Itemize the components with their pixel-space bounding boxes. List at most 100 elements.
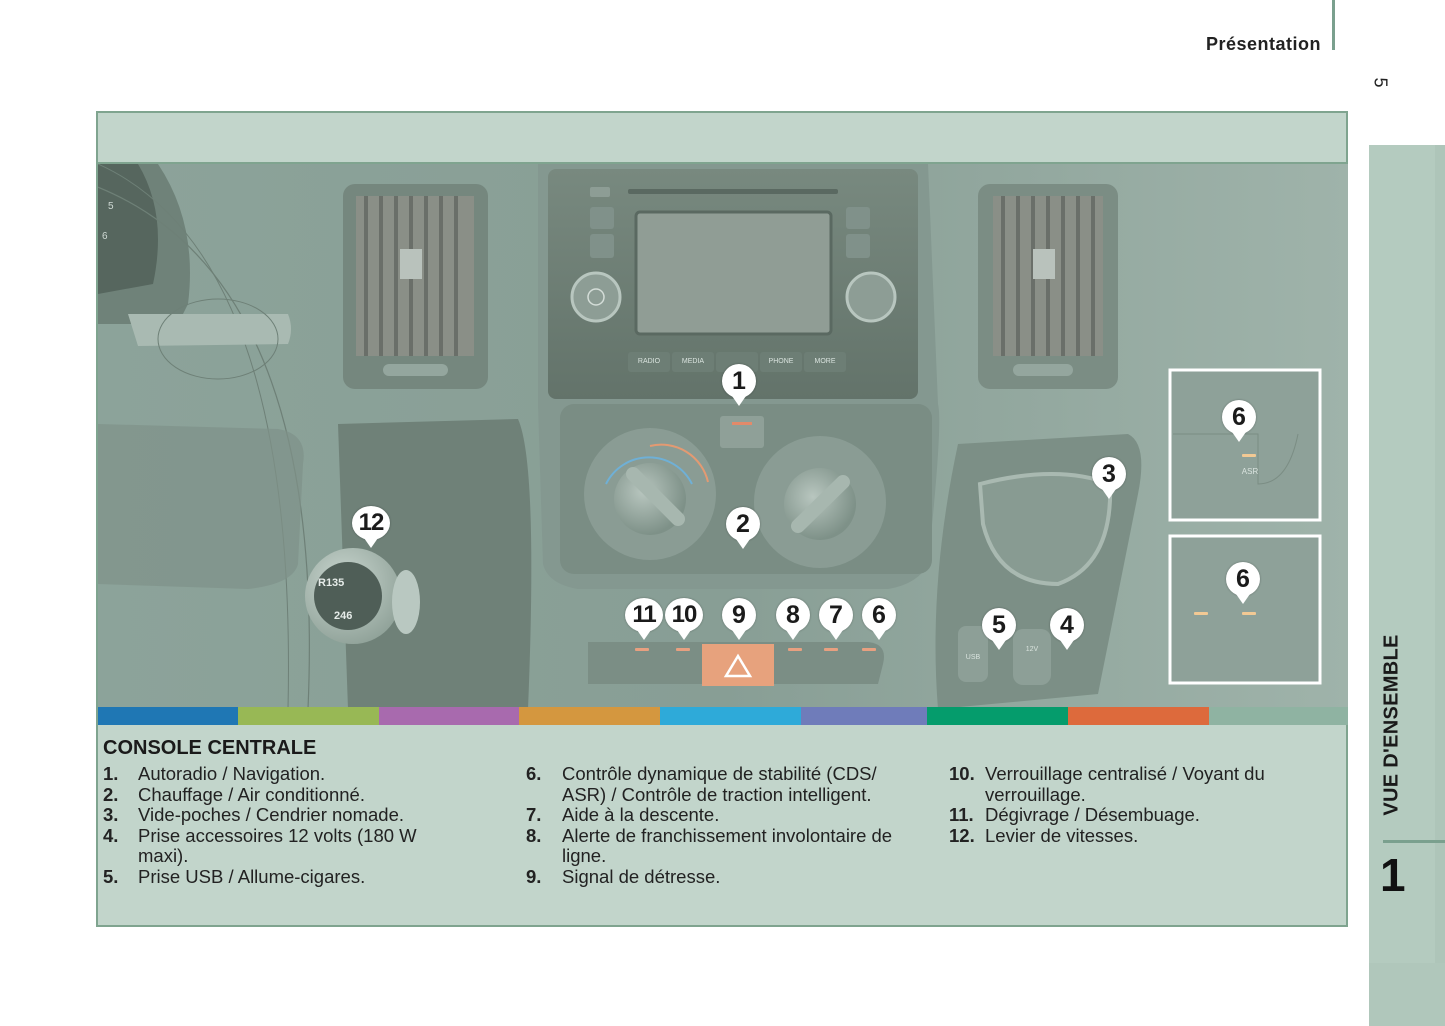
distribution-knob-grip [791,475,850,533]
chapter-tab[interactable] [1369,145,1445,1026]
recirc-led [732,422,752,425]
steering-wheel-pad [98,424,304,589]
speedo-mark-6: 6 [102,231,108,242]
right-vent-tab [1033,249,1055,279]
temp-scale-cold [605,456,693,485]
callout-4: 4 [1050,608,1084,650]
power-icon [587,288,605,306]
legend-number: 2. [103,783,119,805]
gear-pattern-top: R135 [318,577,344,589]
gear-knob-top [314,562,382,630]
legend-item: 6. Contrôle dynamique de stabilité (CDS/ … [526,763,916,805]
radio-settings-button [846,207,870,229]
callout-6-asr-inset: 6 [1222,400,1256,442]
eject-button [590,187,610,197]
color-strip-segment [98,707,238,725]
usb-socket [958,626,988,682]
callout-10: 10 [665,598,703,640]
legend-column-2: 6. Contrôle dynamique de stabilité (CDS/ … [526,763,916,888]
recirc-button [720,416,764,448]
callout-2: 2 [726,507,760,549]
led-hill-descent [824,648,838,651]
legend-number: 10. [949,763,975,784]
callout-12: 12 [352,506,390,548]
radio-screen [634,210,833,336]
legend-item: 11. Dégivrage / Désembuage. [949,805,1319,826]
speedo-mark-5: 5 [108,201,114,212]
legend-number: 4. [103,824,119,846]
asr-label: ASR [1241,467,1259,476]
legend-text: Aide à la descente. [562,804,720,826]
legend-item: 9.Signal de détresse. [526,866,916,888]
callout-11: 11 [625,598,663,640]
legend-column-1: 1.Autoradio / Navigation. 2.Chauffage / … [103,763,463,888]
hazard-icon [723,653,753,678]
callout-9: 9 [722,598,756,640]
legend-caption: CONSOLE CENTRALE [103,737,317,759]
chapter-number: 1 [1380,849,1406,901]
legend-item: 2. Chauffage / Air conditionné. [103,783,463,806]
left-vent-wheel [383,364,448,376]
color-strip-segment [927,707,1068,725]
temp-scale-hot [649,443,709,483]
led-lane-departure [788,648,802,651]
legend-number: 1. [103,763,119,784]
callout-3: 3 [1092,457,1126,499]
chapter-tab-label: VUE D'ENSEMBLE [1372,620,1412,830]
legend-column-3: 10.Verrouillage centralisé / Voyant du v… [949,763,1319,847]
section-title: Présentation [1205,34,1321,54]
chapter-tab-label-text: VUE D'ENSEMBLE [1380,634,1403,816]
led-hill-descent-inset [1194,612,1208,615]
legend-text: Dégivrage / Désembuage. [985,804,1200,826]
led-asr [1242,454,1256,457]
chapter-tab-stripe [1435,145,1445,1026]
callout-6-traction-inset: 6 [1226,562,1260,604]
legend-text: Chauffage / Air conditionné. [138,783,365,805]
radio-mute-button [590,234,614,258]
legend-number: 5. [103,865,119,887]
stalk-outline [157,298,279,380]
legend-item: 10.Verrouillage centralisé / Voyant du v… [949,763,1319,805]
color-strip-segment [801,707,927,725]
usb-label: USB [965,654,981,661]
radio-mode-buttons [628,352,846,372]
radio-button-media: MEDIA [681,358,705,365]
legend-text: Levier de vitesses. [985,824,1139,846]
callout-6: 6 [862,598,896,640]
dashboard-drawing: 5 6 [98,164,1348,709]
legend-text: Prise USB / Allume-cigares. [138,865,366,887]
cd-slot [628,189,838,194]
callout-7: 7 [819,598,853,640]
color-strip-segment [660,707,801,725]
radio-button-radio: RADIO [637,358,661,365]
legend-item: 12.Levier de vitesses. [949,824,1319,847]
power-socket [1013,629,1051,685]
gear-boot [392,570,420,634]
dashboard-illustration: 5 6 [98,162,1348,709]
legend-item: 7. Aide à la descente. [526,805,916,826]
speedometer [98,164,158,294]
traction-inset [1168,534,1322,685]
legend-text: Contrôle dynamique de stabilité (CDS/ AS… [562,763,877,805]
led-lock [676,648,690,651]
legend-number: 8. [526,824,542,846]
header-divider [1332,0,1335,50]
legend-number: 11. [949,804,974,826]
color-strip-segment [238,707,379,725]
legend-number: 7. [526,804,542,826]
radio-onoff-button [590,207,614,229]
color-strip-segment [379,707,519,725]
chapter-tab-divider [1383,840,1445,843]
hazard-button [702,644,774,686]
led-esp [862,648,876,651]
callout-1: 1 [722,364,756,406]
legend-item: 3.Vide-poches / Cendrier nomade. [103,805,463,826]
radio-button-more: MORE [814,358,836,365]
legend-number: 6. [526,763,542,784]
callout-5: 5 [982,608,1016,650]
power-socket-label: 12V [1025,646,1039,653]
chapter-tab-lower [1369,963,1445,1026]
steering-wheel-inner [98,164,289,709]
page-number: 5 [1370,77,1391,88]
color-strip-segment [519,707,660,725]
